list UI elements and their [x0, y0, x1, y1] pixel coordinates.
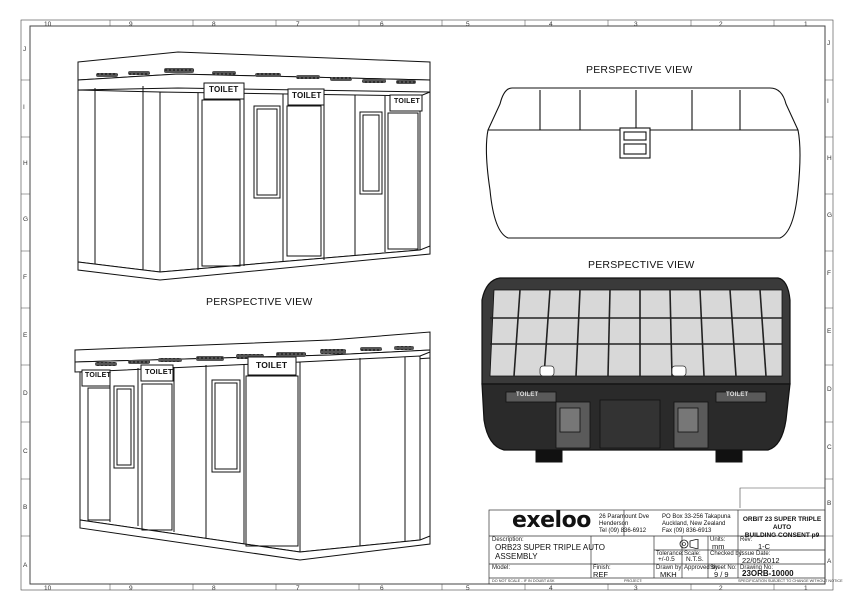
- toilet-sign: TOILET: [292, 91, 322, 100]
- zone-col: 3: [634, 585, 638, 592]
- zone-row: I: [827, 98, 829, 105]
- toilet-block-view-2: [74, 331, 431, 561]
- tolerance-label: Tolerance:: [656, 551, 684, 557]
- zone-row: A: [827, 558, 832, 565]
- zone-row: F: [827, 270, 831, 277]
- toilet-sign: TOILET: [85, 372, 111, 379]
- zone-col: 8: [212, 21, 216, 28]
- toilet-sign: TOILET: [256, 360, 288, 370]
- rev-label: Rev:: [740, 537, 753, 543]
- company-address-2: PO Box 33-256 Takapuna Auckland, New Zea…: [662, 514, 731, 534]
- zone-row: I: [23, 104, 25, 111]
- zone-col: 1: [804, 585, 808, 592]
- description-label: Description:: [492, 537, 524, 543]
- zone-row: E: [23, 332, 28, 339]
- zone-col: 4: [549, 21, 553, 28]
- view-label-top-right: PERSPECTIVE VIEW: [586, 64, 693, 76]
- sheet-frame: [20, 19, 834, 591]
- zone-col: 5: [466, 21, 470, 28]
- description-line-1: ORB23 SUPER TRIPLE AUTO: [495, 543, 605, 552]
- zone-row: D: [23, 390, 28, 397]
- zone-col: 2: [719, 585, 723, 592]
- checked-label: Checked by:: [710, 551, 744, 557]
- toilet-sign: TOILET: [726, 392, 749, 398]
- view-label-mid-right: PERSPECTIVE VIEW: [588, 259, 695, 271]
- zone-col: 4: [549, 585, 553, 592]
- zone-row: B: [827, 500, 832, 507]
- company-address-1: 26 Paramount Dve Henderson Tel (09) 836-…: [599, 514, 650, 534]
- zone-row: E: [827, 328, 832, 335]
- zone-row: B: [23, 504, 28, 511]
- zone-row: J: [827, 40, 831, 47]
- toilet-sign: TOILET: [145, 367, 173, 376]
- zone-row: G: [827, 212, 833, 219]
- zone-col: 10: [44, 585, 52, 592]
- zone-row: C: [23, 448, 28, 455]
- zone-row: H: [23, 160, 28, 167]
- zone-col: 9: [129, 21, 133, 28]
- zone-col: 6: [380, 21, 384, 28]
- zone-col: 6: [380, 585, 384, 592]
- projection-symbol-icon: [679, 539, 699, 549]
- zone-row: F: [23, 274, 27, 281]
- zone-col: 3: [634, 21, 638, 28]
- issue-date-label: Issue Date:: [740, 551, 771, 557]
- sheet-no-label: Sheet No:: [710, 565, 737, 571]
- project-note: PROJECT:: [624, 579, 643, 583]
- project-title: ORBIT 23 SUPER TRIPLE AUTO BUILDING CONS…: [742, 516, 822, 539]
- drawn-by-label: Drawn by:: [656, 565, 684, 571]
- zone-row: D: [827, 386, 832, 393]
- model-label: Model:: [492, 565, 511, 571]
- zone-col: 5: [466, 585, 470, 592]
- sheet-no-value: 9 / 9: [714, 570, 729, 579]
- drawing-no-value: 23ORB-10000: [742, 569, 794, 578]
- title-block-frame: [488, 509, 826, 585]
- scale-value: N.T.S.: [686, 556, 704, 563]
- toilet-sign: TOILET: [209, 85, 239, 94]
- toilet-sign: TOILET: [516, 392, 539, 398]
- zone-col: 9: [129, 585, 133, 592]
- zone-col: 1: [804, 21, 808, 28]
- approved-by-label: Approved by:: [684, 565, 720, 571]
- zone-row: A: [23, 562, 28, 569]
- drawing-no-label: Drawing No:: [740, 565, 774, 571]
- zone-col: 7: [296, 21, 300, 28]
- description-line-2: ASSEMBLY: [495, 552, 538, 561]
- scale-label: Scale:: [684, 551, 701, 557]
- roof-perspective: [485, 87, 801, 239]
- units-label: Units:: [710, 537, 726, 543]
- toilet-sign: TOILET: [394, 98, 420, 105]
- zone-col: 2: [719, 21, 723, 28]
- zone-row: C: [827, 444, 832, 451]
- zone-col: 8: [212, 585, 216, 592]
- rev-value: 1-C: [758, 542, 771, 551]
- issue-date-value: 22/05/2012: [742, 556, 780, 565]
- view-label-mid-left: PERSPECTIVE VIEW: [206, 296, 313, 308]
- tolerance-value: +/-0.5: [658, 556, 675, 563]
- zone-row: G: [23, 216, 29, 223]
- drawn-by-value: MKH: [660, 570, 677, 579]
- toilet-block-view-1: [77, 51, 431, 281]
- zone-col: 10: [44, 21, 52, 28]
- change-note: SPECIFICATION SUBJECT TO CHANGE WITHOUT …: [738, 579, 843, 583]
- scale-note: DO NOT SCALE - IF IN DOUBT ASK: [492, 579, 555, 583]
- zone-row: H: [827, 155, 832, 162]
- zone-row: J: [23, 46, 27, 53]
- units-value: mm: [712, 542, 725, 551]
- finish-value: REF: [593, 570, 608, 579]
- zone-col: 7: [296, 585, 300, 592]
- frame-perspective: [481, 277, 791, 463]
- finish-label: Finish:: [593, 565, 611, 571]
- company-logo: exeloo: [512, 508, 591, 533]
